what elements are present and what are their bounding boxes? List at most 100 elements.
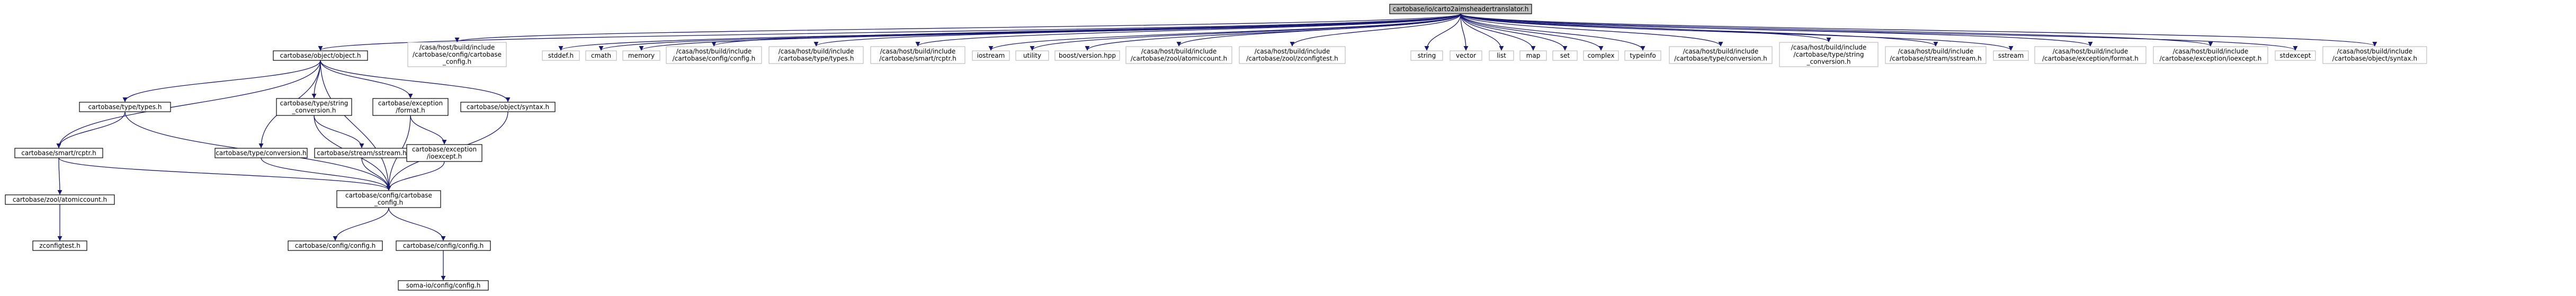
node-types[interactable]: cartobase/type/types.h <box>79 102 171 112</box>
node-exc_format[interactable]: cartobase/exception/format.h <box>372 98 449 116</box>
node-label: map <box>1526 52 1541 59</box>
node-label: /casa/host/build/include <box>1255 48 1330 55</box>
node-label: /casa/host/build/include <box>880 48 956 55</box>
node-label: complex <box>1588 52 1615 59</box>
node-label: stddef.h <box>548 52 574 59</box>
node-label: /casa/host/build/include <box>1141 48 1217 55</box>
node-label: /casa/host/build/include <box>2173 48 2249 55</box>
node-zconfigtest[interactable]: zconfigtest.h <box>32 240 87 251</box>
edge-root-to-sys_carto_config <box>455 13 1461 42</box>
node-box <box>1583 50 1619 61</box>
node-label: /casa/host/build/include <box>2053 48 2128 55</box>
node-box <box>1669 46 1773 64</box>
node-box <box>1993 50 2029 61</box>
node-box <box>542 50 580 61</box>
node-cmath: cmath <box>585 50 617 61</box>
node-box <box>214 148 308 158</box>
node-label: cartobase/object/syntax.h <box>467 103 549 111</box>
node-label: memory <box>628 52 655 59</box>
node-sys_carto_config: /casa/host/build/include/cartobase/confi… <box>407 42 507 67</box>
node-list: list <box>1489 50 1514 61</box>
edge-stream_sstream-to-carto_config <box>361 157 391 191</box>
node-stddef: stddef.h <box>542 50 580 61</box>
edge-object-to-rcptr <box>56 60 321 148</box>
node-map: map <box>1519 50 1547 61</box>
node-box <box>1054 50 1120 61</box>
node-sys_conversion: /casa/host/build/include/cartobase/type/… <box>1669 46 1773 64</box>
node-sys_zconfigtest: /casa/host/build/include/cartobase/zool/… <box>1239 46 1346 64</box>
node-label: /ioexcept.h <box>427 153 462 160</box>
node-stdexcept: stdexcept <box>2275 50 2316 61</box>
node-atomiccount[interactable]: cartobase/zool/atomiccount.h <box>5 194 115 205</box>
edge-root-to-complex <box>1460 13 1604 51</box>
node-label: cartobase/config/config.h <box>295 242 375 249</box>
node-somaio_config[interactable]: soma-io/config/config.h <box>398 280 489 291</box>
node-string_conversion[interactable]: cartobase/type/string_conversion.h <box>276 98 352 116</box>
node-label: /casa/host/build/include <box>1683 48 1759 55</box>
node-sys_atomic: /casa/host/build/include/cartobase/zool/… <box>1125 46 1232 64</box>
edge-root-to-sys_sstream <box>1460 13 1938 47</box>
node-label: _config.h <box>374 199 403 207</box>
edge-types-to-rcptr <box>56 111 126 148</box>
node-label: /cartobase/stream/sstream.h <box>1890 55 1981 62</box>
node-box <box>1552 50 1578 61</box>
node-rcptr[interactable]: cartobase/smart/rcptr.h <box>14 148 103 158</box>
node-stream_sstream[interactable]: cartobase/stream/sstream.h <box>314 148 409 158</box>
node-sys_ioexcept: /casa/host/build/include/cartobase/excep… <box>2153 46 2268 64</box>
node-box <box>396 240 491 251</box>
node-config2[interactable]: cartobase/config/config.h <box>396 240 491 251</box>
node-config1[interactable]: cartobase/config/config.h <box>288 240 383 251</box>
edge-root-to-sys_config <box>711 13 1461 47</box>
edge-object-to-types <box>122 60 321 102</box>
edge-root-to-map <box>1460 13 1536 51</box>
node-label: cartobase/io/carto2aimsheadertranslator.… <box>1393 5 1529 13</box>
node-carto_config[interactable]: cartobase/config/cartobase_config.h <box>336 190 441 208</box>
node-label: cartobase/exception <box>412 146 477 153</box>
node-box <box>2034 46 2146 64</box>
node-label: /cartobase/exception/format.h <box>2042 55 2139 62</box>
node-complex: complex <box>1583 50 1619 61</box>
edge-root-to-sys_rcptr <box>915 13 1461 47</box>
node-box <box>1239 46 1346 64</box>
node-box <box>1015 50 1049 61</box>
node-box <box>768 46 864 64</box>
node-label: iostream <box>977 52 1005 59</box>
dependency-nodes: cartobase/io/carto2aimsheadertranslator.… <box>5 4 2427 291</box>
node-label: cmath <box>591 52 611 59</box>
node-label: /cartobase/type/types.h <box>779 55 854 62</box>
node-box <box>2322 46 2427 64</box>
node-iostream: iostream <box>972 50 1010 61</box>
node-box <box>1489 50 1514 61</box>
node-label: cartobase/type/types.h <box>88 103 162 111</box>
node-label: /cartobase/config/cartobase <box>413 51 502 58</box>
node-label: cartobase/object/object.h <box>280 52 361 59</box>
node-label: /cartobase/zool/zconfigtest.h <box>1246 55 1338 62</box>
node-label: vector <box>1456 52 1476 59</box>
edge-exc_format-to-exc_ioexcept <box>410 115 447 145</box>
node-memory: memory <box>622 50 660 61</box>
node-label: cartobase/type/string <box>280 100 348 107</box>
node-root: cartobase/io/carto2aimsheadertranslator.… <box>1389 4 1532 14</box>
node-label: cartobase/exception <box>378 100 443 107</box>
node-box <box>1389 4 1532 14</box>
node-sys_string_conv: /casa/host/build/include/cartobase/type/… <box>1779 42 1879 67</box>
node-box <box>276 98 352 116</box>
node-sys_types: /casa/host/build/include/cartobase/type/… <box>768 46 864 64</box>
edge-rcptr-to-atomiccount <box>57 157 62 195</box>
node-object[interactable]: cartobase/object/object.h <box>273 50 368 61</box>
node-obj_syntax[interactable]: cartobase/object/syntax.h <box>460 102 556 112</box>
node-exc_ioexcept[interactable]: cartobase/exception/ioexcept.h <box>406 144 482 162</box>
node-utility: utility <box>1015 50 1049 61</box>
node-sys_syntax: /casa/host/build/include/cartobase/objec… <box>2322 46 2427 64</box>
node-label: _config.h <box>442 58 471 65</box>
node-box <box>585 50 617 61</box>
node-type_conversion[interactable]: cartobase/type/conversion.h <box>214 148 308 158</box>
node-label: zconfigtest.h <box>39 242 80 249</box>
edge-rcptr-to-carto_config <box>58 157 391 191</box>
edge-root-to-set <box>1460 13 1568 51</box>
edge-root-to-stdexcept <box>1460 13 2298 51</box>
edge-root-to-sys_zconfigtest <box>1290 13 1461 47</box>
node-box <box>406 144 482 162</box>
edge-root-to-memory <box>639 13 1461 51</box>
